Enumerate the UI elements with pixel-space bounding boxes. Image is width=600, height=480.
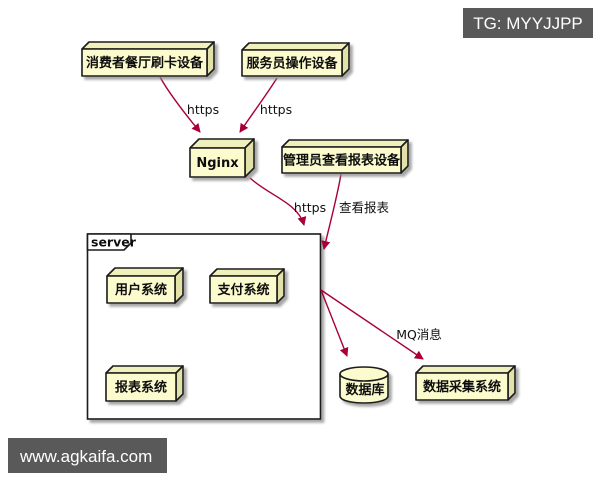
banner-top-right-text: TG: MYYJJPP [473,14,583,33]
node-report-system-label: 报表系统 [115,380,167,396]
banner-bottom-left-text: www.agkaifa.com [19,447,152,466]
node-data-collection-system-label: 数据采集系统 [423,379,501,395]
edge-admin-to-server [321,173,342,250]
edge-label-mq-message: MQ消息 [396,327,442,342]
edge-waiter-to-nginx [239,77,278,133]
edge-label-https-waiter: https [260,102,292,117]
edges: https https https 查看报表 MQ消息 [159,76,442,360]
node-waiter-device: 服务员操作设备 [241,42,350,77]
node-admin-device-label: 管理员查看报表设备 [283,153,401,169]
node-admin-device: 管理员查看报表设备 [281,139,409,174]
node-nginx: Nginx [189,138,255,178]
database-label: 数据库 [345,382,384,398]
database-cylinder-top [339,366,389,382]
database-cylinder: 数据库 [339,366,389,404]
edge-label-https-nginx: https [294,200,326,215]
banner-top-right: TG: MYYJJPP [463,8,593,38]
node-payment-system: 支付系统 [209,268,285,304]
banner-bottom-left-bg [8,438,167,473]
package-server-label: server [91,235,137,250]
edge-nginx-to-server [249,177,307,226]
edge-server-to-datacollect [320,289,424,360]
node-consumer-device-label: 消费者餐厅刷卡设备 [86,55,204,71]
edge-consumer-to-nginx [159,76,201,133]
edge-server-to-database [320,289,349,357]
edge-label-https-consumer: https [187,102,219,117]
node-consumer-device: 消费者餐厅刷卡设备 [81,41,215,77]
package-server-tab [86,233,132,251]
node-nginx-label: Nginx [196,156,239,171]
edge-label-view-report: 查看报表 [339,200,390,215]
node-user-system: 用户系统 [106,267,184,304]
node-data-collection-system: 数据采集系统 [415,365,516,401]
banner-bottom-left: www.agkaifa.com [8,438,167,473]
node-waiter-device-label: 服务员操作设备 [246,56,338,72]
node-report-system: 报表系统 [105,365,184,402]
banner-top-right-bg [463,8,593,38]
node-payment-system-label: 支付系统 [216,282,269,298]
node-user-system-label: 用户系统 [114,282,167,298]
